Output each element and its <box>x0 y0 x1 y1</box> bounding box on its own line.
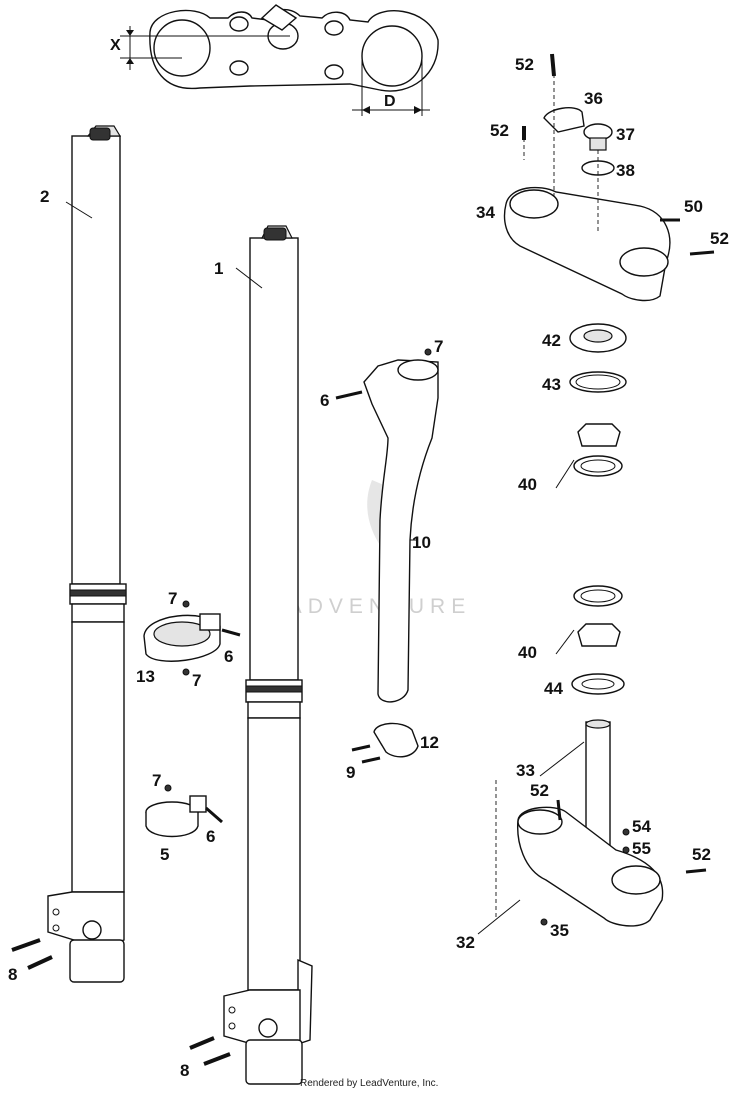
fork-leg-right <box>223 225 313 1085</box>
callout-13: 13 <box>136 667 155 686</box>
callout-55: 55 <box>632 839 651 858</box>
callout-7-clamp5: 7 <box>152 771 161 790</box>
top-clamp-dimension-view: X D <box>110 4 439 116</box>
clamp-5 <box>145 784 223 838</box>
credit-text: Rendered by LeadVenture, Inc. <box>300 1078 438 1089</box>
callout-43: 43 <box>542 375 561 394</box>
callout-10: 10 <box>412 533 431 552</box>
callout-2: 2 <box>40 187 49 206</box>
dimension-x-label: X <box>110 37 121 54</box>
bearing-stack-lower <box>571 585 625 695</box>
callout-6-clamp13: 6 <box>224 647 233 666</box>
bracket-12 <box>351 722 419 764</box>
watermark-text: LEADVENTURE <box>250 595 471 618</box>
callout-5: 5 <box>160 845 169 864</box>
clamp-13 <box>143 600 241 676</box>
bearing-stack-upper <box>569 323 627 477</box>
callout-38: 38 <box>616 161 635 180</box>
callout-50: 50 <box>684 197 703 216</box>
top-triple-clamp-34 <box>503 53 715 302</box>
bolts-8-left <box>11 938 53 970</box>
bolts-8-right <box>189 1036 231 1066</box>
callout-52-right: 52 <box>710 229 729 248</box>
callout-8-right: 8 <box>180 1061 189 1080</box>
callout-1: 1 <box>214 259 223 278</box>
callout-54: 54 <box>632 817 651 836</box>
callout-52-lower: 52 <box>530 781 549 800</box>
callout-35: 35 <box>550 921 569 940</box>
callout-9: 9 <box>346 763 355 782</box>
callout-7-clamp13-bottom: 7 <box>192 671 201 690</box>
callout-44: 44 <box>544 679 563 698</box>
bracket-10 <box>335 348 439 703</box>
callout-34: 34 <box>476 203 495 222</box>
callout-42: 42 <box>542 331 561 350</box>
callout-33: 33 <box>516 761 535 780</box>
callout-6-clamp5: 6 <box>206 827 215 846</box>
callout-7-bracket: 7 <box>434 337 443 356</box>
callout-8-left: 8 <box>8 965 17 984</box>
callout-52-top: 52 <box>515 55 534 74</box>
callout-6-bracket: 6 <box>320 391 329 410</box>
callout-40-lower: 40 <box>518 643 537 662</box>
callout-52-left: 52 <box>490 121 509 140</box>
callout-36: 36 <box>584 89 603 108</box>
fork-leg-left <box>47 125 127 983</box>
lower-triple-clamp-32 <box>495 719 707 927</box>
callout-40-upper: 40 <box>518 475 537 494</box>
callout-12: 12 <box>420 733 439 752</box>
callout-37: 37 <box>616 125 635 144</box>
callouts: 52 36 52 37 38 34 50 52 2 1 7 6 10 42 43… <box>8 55 729 1080</box>
dimension-d-label: D <box>384 93 396 110</box>
callout-32: 32 <box>456 933 475 952</box>
callout-7-clamp13-top: 7 <box>168 589 177 608</box>
callout-52-lower-right: 52 <box>692 845 711 864</box>
